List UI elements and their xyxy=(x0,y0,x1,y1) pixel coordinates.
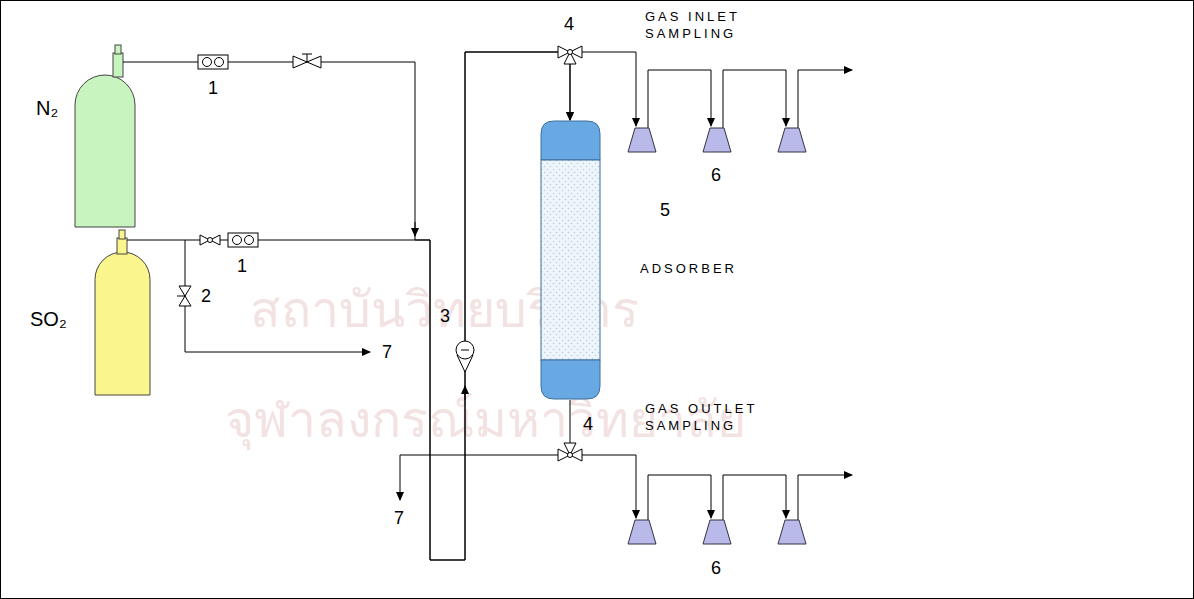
section-title: GAS INLET SAMPLING xyxy=(645,8,785,42)
callout-number: 6 xyxy=(711,558,721,579)
callout-number: 7 xyxy=(394,508,404,529)
callout-number: 4 xyxy=(583,414,593,435)
unit-name: ADSORBER xyxy=(640,260,737,277)
rotameter xyxy=(456,341,474,372)
callout-number: 4 xyxy=(564,14,574,35)
flow-meter xyxy=(198,55,228,69)
regulating-valve xyxy=(200,235,220,245)
needle-valve xyxy=(177,286,191,306)
three-way-valve xyxy=(558,443,582,461)
section-title: GAS OUTLET SAMPLING xyxy=(645,400,795,434)
control-valve xyxy=(293,54,321,68)
gas-cylinder: N₂ xyxy=(30,35,142,230)
gas-line xyxy=(142,52,570,560)
callout-number: 5 xyxy=(660,200,670,221)
callout-number: 6 xyxy=(711,165,721,186)
callout-number: 1 xyxy=(237,256,247,277)
cylinder-shape xyxy=(30,35,142,230)
impinger-bottle xyxy=(628,128,806,544)
flow-meter xyxy=(228,233,258,247)
three-way-valve xyxy=(558,46,582,64)
callout-number: 3 xyxy=(440,306,450,327)
gas-name: SO₂ xyxy=(30,308,67,331)
callout-number: 2 xyxy=(201,286,211,307)
callout-number: 1 xyxy=(208,78,218,99)
piping xyxy=(185,52,852,520)
gas-name: N₂ xyxy=(36,97,58,120)
callout-number: 7 xyxy=(382,342,392,363)
adsorber-column: ADSORBER xyxy=(540,120,780,410)
gas-line xyxy=(160,52,570,560)
gas-cylinder: SO₂ xyxy=(30,228,160,398)
